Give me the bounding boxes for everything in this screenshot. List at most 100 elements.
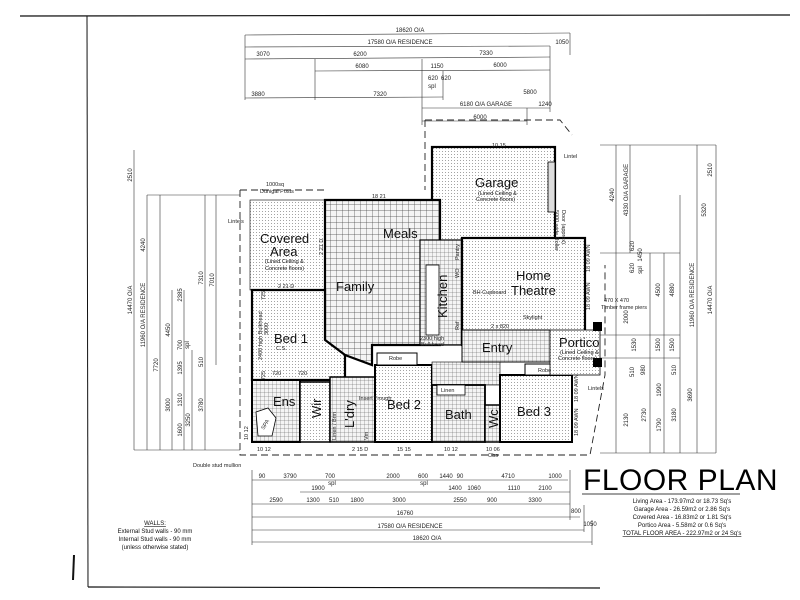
window-code: 2 21 D <box>319 239 325 255</box>
window-code: 10 06 <box>486 447 500 453</box>
walls-line: Internal Stud walls - 90 mm <box>119 537 192 543</box>
dimension-label: 600 <box>418 474 429 480</box>
robe-label: Robe <box>538 368 551 374</box>
room-label-family: Family <box>336 279 375 294</box>
dimension-label: 510 <box>672 364 678 375</box>
room-label-home-theatre: Home <box>516 268 551 283</box>
posts-note: Dunigal Posts <box>260 189 294 195</box>
room-label-covered-area: Area <box>270 244 298 259</box>
dimension-label: 6180 O/A GARAGE <box>460 102 512 108</box>
lintels-note: Lintels <box>228 219 244 225</box>
dimension-label: 1440 <box>439 474 453 480</box>
dimension-label: 2510 <box>128 168 134 182</box>
dimension-label: 700 <box>178 339 184 350</box>
dimension-label: 1600 <box>178 423 184 437</box>
garage-roller-door <box>547 161 556 213</box>
room-label-wc: Wc <box>486 409 501 428</box>
window-code: 10 15 <box>492 143 506 149</box>
room-label-covered-area: Covered <box>260 231 309 246</box>
window-code: 18 21 <box>372 194 386 200</box>
dimension-label: 620 <box>630 240 636 251</box>
dim-label: 720 <box>298 371 307 377</box>
dimension-label: 4330 O/A GARAGE <box>624 164 630 216</box>
dimension-label: 1800 <box>350 498 364 504</box>
dimension-label: 1990 <box>657 383 663 397</box>
dimension-label: 4710 <box>501 474 515 480</box>
covered-area-room <box>249 199 326 291</box>
window-code: 2 15 D <box>352 447 368 453</box>
piers-note: 470 X 470 <box>604 298 629 304</box>
dimension-label: 7310 <box>199 271 205 285</box>
dimension-label: 7720 <box>154 358 160 372</box>
dimension-label: 1500 <box>670 338 676 352</box>
dimension-label: 11960 O/A RESIDENCE <box>690 263 696 328</box>
dimension-label: 90 <box>259 474 266 480</box>
entry-room <box>461 329 551 363</box>
dimension-label: 3000 <box>392 498 406 504</box>
window-code: 18 09 AWN <box>574 408 580 436</box>
room-label-bed2: Bed 2 <box>387 397 421 412</box>
dimension-label: 17580 O/A RESIDENCE <box>377 524 442 530</box>
trough-label: Insert Trough <box>359 396 391 402</box>
portico-note: Concrete floors) <box>558 356 597 362</box>
room-label-garage: Garage <box>475 175 518 190</box>
window-code: 18 09 AWN <box>586 282 592 310</box>
room-label-wir: Wir <box>309 398 324 418</box>
wo-label: WO <box>455 268 461 278</box>
dimension-label: 16760 <box>397 511 414 517</box>
dimension-label: 1060 <box>467 486 481 492</box>
room-label-meals: Meals <box>383 226 418 241</box>
dimension-lines <box>133 32 717 545</box>
wir-room <box>299 381 331 443</box>
room-label-kitchen: Kitchen <box>435 275 450 318</box>
rooms <box>249 145 602 443</box>
window-code: 18 09 AWN <box>574 374 580 402</box>
dimension-label: 3180 <box>672 408 678 422</box>
bed1-bulkhead-note: 2400 high Bulkhead <box>258 311 264 360</box>
dimension-label: 7330 <box>479 51 493 57</box>
window-code: 18 09 AWN <box>586 244 592 272</box>
dimension-label: 620 <box>441 76 452 82</box>
covered-note: (Lined Ceiling & <box>265 259 304 265</box>
dimension-label: 14470 O/A <box>708 286 714 315</box>
dimension-label: 2385 <box>178 288 184 302</box>
dimension-label: 4450 <box>166 323 172 337</box>
bed1-bulkhead-dim: 3000 <box>264 323 270 335</box>
area-line: Garage Area - 26.59m2 or 2.86 Sq's <box>634 507 730 513</box>
timber-pier <box>593 358 602 367</box>
dimension-label: 620 <box>630 262 636 273</box>
dimension-label: 1300 <box>306 498 320 504</box>
garage-note: (Lined Ceiling & <box>478 191 517 197</box>
cs-label: C.S. <box>276 346 287 352</box>
bulkhead-note: 2300 high <box>420 336 444 342</box>
bed2-room <box>374 364 433 443</box>
dimension-label: 1500 <box>656 338 662 352</box>
room-label-home-theatre: Theatre <box>511 283 556 298</box>
dimension-label: spl <box>420 481 428 487</box>
window-code: 2 21 D <box>278 284 294 290</box>
covered-note: Concrete floors) <box>265 266 304 272</box>
dimension-label: 3690 <box>688 388 694 402</box>
dimension-label: 980 <box>641 364 647 375</box>
dimension-label: 2510 <box>708 163 714 177</box>
mullion-note: Double stud mullion <box>193 463 241 469</box>
dimension-label: 1530 <box>632 338 638 352</box>
dimension-label: 1900 <box>311 486 325 492</box>
room-label-bed1: Bed 1 <box>274 331 308 346</box>
dimension-label: 6000 <box>493 63 507 69</box>
area-line: Covered Area - 16.83m2 or 1.81 Sq's <box>633 515 732 521</box>
dimension-label: 1310 <box>178 393 184 407</box>
dimension-label: 4880 <box>670 283 676 297</box>
dimension-label: 2130 <box>624 413 630 427</box>
dimension-label: 1050 <box>555 40 569 46</box>
roofline-dashed <box>239 119 606 456</box>
ref-label: Ref <box>455 321 461 330</box>
walls-line: (unless otherwise stated) <box>122 545 189 551</box>
dimension-label: 18620 O/A <box>413 536 442 542</box>
posts-note: 1000sq <box>266 182 284 188</box>
dimension-label: 3000 <box>166 398 172 412</box>
dimension-label: 2000 <box>624 310 630 324</box>
area-line: Portico Area - 5.58m2 or 0.6 Sq's <box>638 523 726 529</box>
